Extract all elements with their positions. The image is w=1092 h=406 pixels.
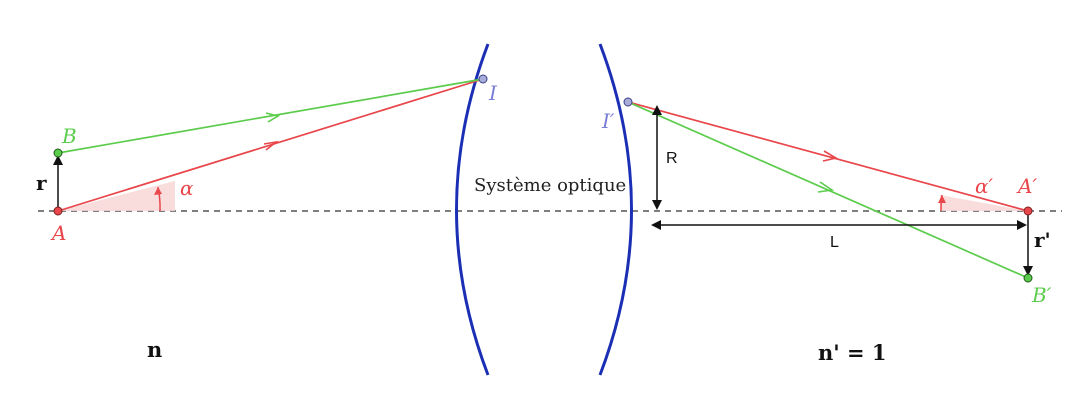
point-B <box>53 148 63 158</box>
label-B-prime: B′ <box>1031 283 1052 307</box>
label-I-prime: I′ <box>601 109 615 133</box>
label-R: R <box>666 150 678 167</box>
label-r-prime: r' <box>1034 228 1051 252</box>
ray-green-image-arrow <box>817 181 835 193</box>
angle-alpha-prime-arrowhead <box>938 195 946 203</box>
angle-alpha-prime-wedge <box>940 195 1028 211</box>
ray-red-object <box>57 78 484 212</box>
ray-green-object <box>57 78 484 154</box>
angle-alpha-arrowhead <box>154 187 162 195</box>
label-A-prime: A′ <box>1016 174 1037 198</box>
ray-green-object-arrow <box>265 112 281 123</box>
point-A <box>53 206 63 216</box>
label-A: A <box>50 221 66 245</box>
label-alpha: α <box>180 176 194 200</box>
ray-red-image <box>627 101 1029 212</box>
point-A-prime <box>1023 206 1033 216</box>
lens-left-surface <box>455 43 490 376</box>
label-n: n <box>147 337 162 362</box>
point-B-prime <box>1023 273 1033 283</box>
ray-red-object-arrow <box>263 140 279 151</box>
label-B: B <box>61 124 77 148</box>
point-I-prime <box>623 97 633 107</box>
angle-alpha-wedge <box>58 181 175 211</box>
label-alpha-prime: α′ <box>975 174 994 198</box>
label-system: Système optique <box>474 175 626 196</box>
point-I <box>478 74 488 84</box>
ray-red-image-arrow <box>822 150 839 162</box>
label-n-prime: n' = 1 <box>818 340 887 365</box>
label-L: L <box>830 234 839 251</box>
label-I: I <box>488 81 498 105</box>
label-r: r <box>36 171 47 195</box>
lens-right-surface <box>598 43 633 376</box>
